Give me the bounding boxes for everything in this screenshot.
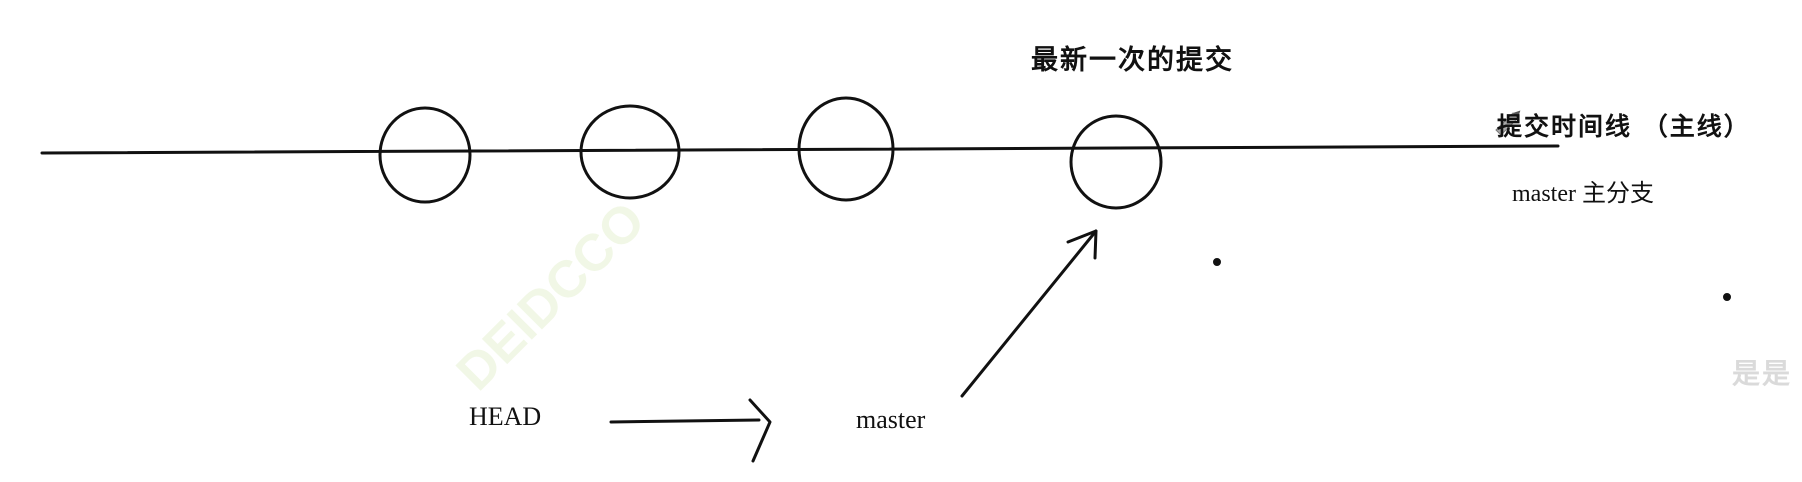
master-branch-label: master 主分支 xyxy=(1512,181,1654,207)
latest-commit-node xyxy=(1069,114,1163,210)
commit-1-node xyxy=(378,106,472,204)
watermark-text: 是是 xyxy=(1732,357,1793,390)
master-to-latest-arrowhead xyxy=(1066,229,1098,260)
master-pointer-label: master xyxy=(856,405,926,434)
commit-2-node xyxy=(579,104,681,200)
commit-3-node xyxy=(797,96,895,202)
timeline-label: 提交时间线 （主线） xyxy=(1497,112,1751,141)
master-to-latest-arrow xyxy=(960,229,1098,398)
latest-commit-label: 最新一次的提交 xyxy=(1031,45,1234,76)
head-to-master-arrow xyxy=(609,418,761,424)
head-to-master-arrowhead xyxy=(748,398,772,463)
head-label: HEAD xyxy=(469,402,542,431)
commit-timeline xyxy=(40,96,1731,463)
dot-marker xyxy=(1213,258,1221,266)
dot-marker xyxy=(1723,293,1731,301)
